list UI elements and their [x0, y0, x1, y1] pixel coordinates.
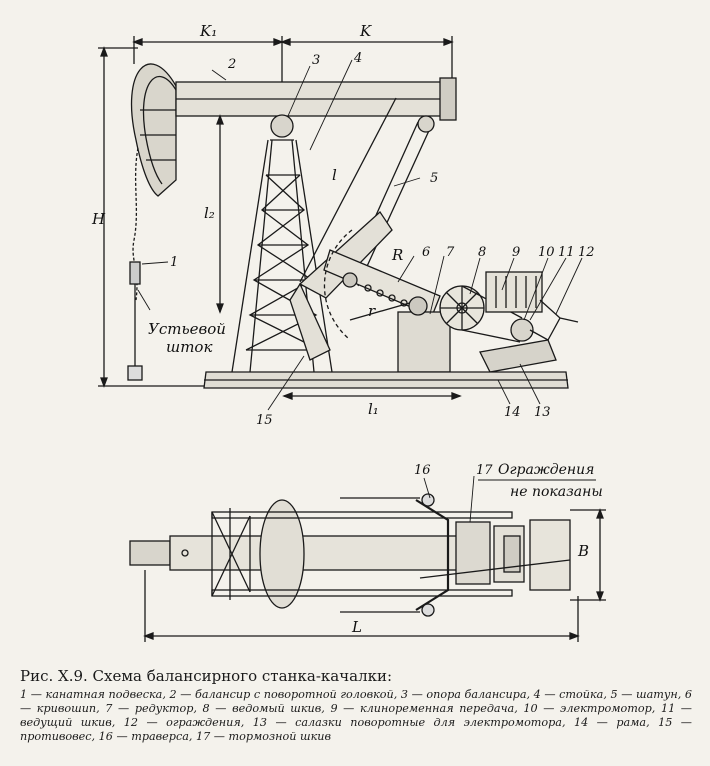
dim-k-label: K: [359, 22, 372, 40]
part-number-3: 3: [312, 53, 320, 68]
cable-hanger: [127, 147, 143, 381]
driven-sheave: [439, 285, 485, 331]
r-line: [349, 299, 421, 321]
figure-caption: Рис. X.9. Схема балансирного станка-кача…: [20, 667, 692, 744]
gearbox: [397, 296, 451, 373]
part-number-13: 13: [534, 405, 551, 420]
part-number-15: 15: [256, 413, 273, 428]
dim-h-label: H: [91, 210, 106, 228]
part-number-1: 1: [170, 255, 178, 270]
part-number-12: 12: [578, 245, 595, 260]
dim-r-upper-label: R: [391, 246, 403, 264]
dim-k1-label: K₁: [199, 22, 217, 40]
plan-leader-lines: [423, 475, 596, 523]
l1-dimension: [282, 392, 462, 400]
horsehead: [131, 63, 177, 197]
part-number-17: 17: [476, 463, 493, 478]
part-number-2: 2: [227, 57, 236, 72]
wellhead-rod-label-line1: Устьевой: [148, 320, 226, 338]
crank-radius-arc: [323, 229, 353, 339]
dim-b-label: B: [577, 542, 589, 560]
caption-legend: 1 — канатная подвеска, 2 — балансир с по…: [20, 688, 692, 743]
dim-l-total-label: L: [351, 618, 362, 636]
part-number-5: 5: [430, 171, 438, 186]
motor-slide: [479, 339, 557, 373]
part-number-11: 11: [558, 245, 575, 260]
part-number-7: 7: [446, 245, 455, 260]
part-number-9: 9: [512, 245, 520, 260]
height-dimension: [98, 46, 210, 388]
part-number-6: 6: [422, 245, 430, 260]
base-frame: [203, 371, 569, 389]
l-line: [299, 97, 397, 283]
plan-dimensions: [143, 508, 606, 642]
dim-l2-label: l₂: [204, 204, 215, 222]
dim-l1-label: l₁: [368, 400, 379, 418]
caption-title: Рис. X.9. Схема балансирного станка-кача…: [20, 667, 393, 685]
top-dimension-lines: [132, 36, 454, 120]
dim-l-label: l: [332, 166, 337, 184]
part-number-10: 10: [538, 245, 555, 260]
guards-note-line2: не показаны: [510, 484, 603, 500]
part-number-4: 4: [353, 51, 362, 66]
l2-dimension: [216, 114, 224, 314]
beam-bearing: [270, 114, 294, 138]
leader-lines: [137, 59, 583, 411]
dim-r-lower-label: r: [368, 302, 376, 320]
guards-note-line1: Ограждения: [498, 462, 594, 478]
pumping-unit-drawing: K₁ K H l₂ l R r l₁ B L 1 2 3 4 5 6 7 8 9…: [91, 22, 606, 642]
part-number-8: 8: [478, 245, 486, 260]
part-number-14: 14: [504, 405, 521, 420]
wellhead-rod-label-line2: шток: [166, 338, 212, 356]
walking-beam: [175, 77, 457, 121]
part-number-16: 16: [414, 463, 431, 478]
motor-and-guard: [485, 271, 579, 341]
plan-view: [129, 493, 571, 617]
